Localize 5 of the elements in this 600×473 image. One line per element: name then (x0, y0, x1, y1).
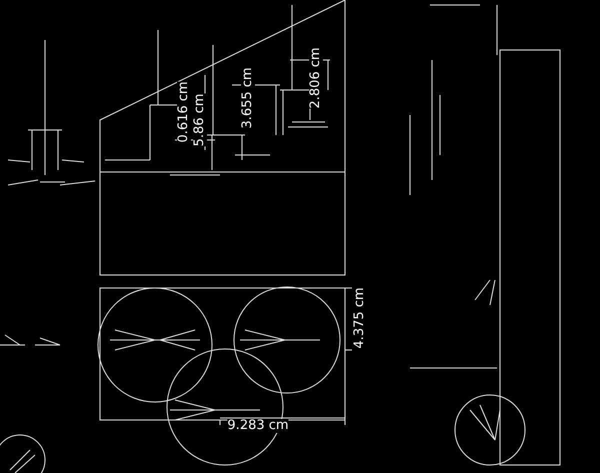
dimension-label: 5.86 cm (193, 94, 207, 146)
dimension-label: 2.806 cm (309, 47, 323, 109)
dimension-label: 3.655 cm (241, 67, 255, 129)
dimension-label: 9.283 cm (227, 419, 289, 433)
dimension-label: 0.616 cm (177, 81, 191, 143)
